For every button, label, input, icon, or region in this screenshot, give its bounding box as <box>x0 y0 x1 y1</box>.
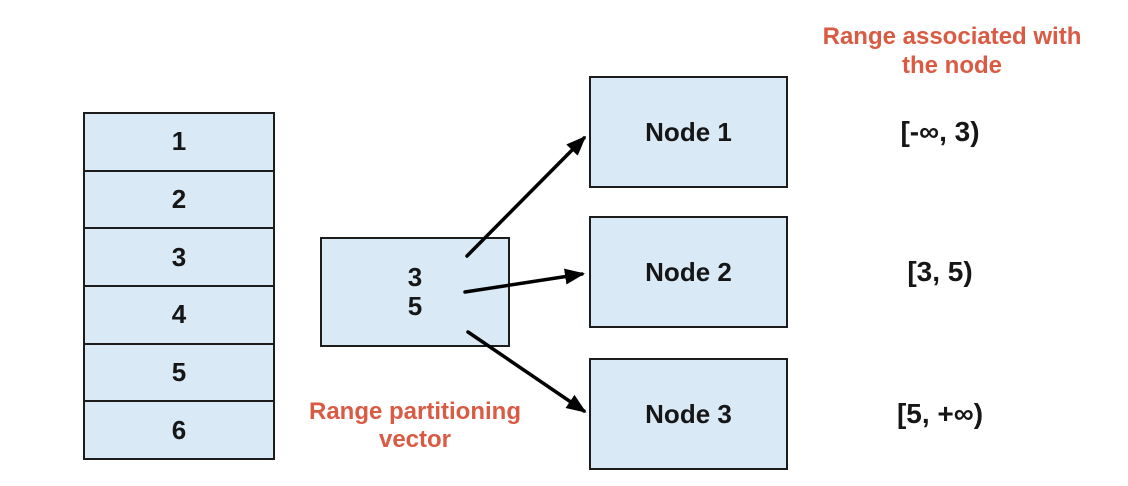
caption-line: Range partitioning <box>309 398 521 425</box>
table-cell: 6 <box>171 414 187 445</box>
node-label: Node 2 <box>645 256 732 287</box>
range-value-node-1: [-∞, 3) <box>900 116 980 147</box>
vector-value: 5 <box>407 291 423 321</box>
node-box-1: Node 1 <box>589 76 788 188</box>
table-cell: 1 <box>85 114 273 172</box>
table-cell: 2 <box>85 172 273 230</box>
partition-vector-caption: Range partitioning vector <box>290 398 540 453</box>
range-value-node-3: [5, +∞) <box>896 398 984 429</box>
range-header-line: the node <box>902 52 1002 80</box>
caption-line: vector <box>378 425 452 453</box>
vector-value: 3 <box>407 261 423 292</box>
node-label: Node 3 <box>645 398 732 429</box>
source-table: 1 2 3 4 5 6 <box>83 112 275 460</box>
table-cell: 5 <box>85 345 273 403</box>
partition-vector-box: 3 5 <box>320 237 510 347</box>
table-cell: 3 <box>85 229 273 288</box>
range-header: Range associated with the node <box>802 22 1102 81</box>
node-box-3: Node 3 <box>589 358 788 470</box>
table-cell: 4 <box>85 287 273 345</box>
node-label: Node 1 <box>645 116 732 147</box>
range-value-node-2: [3, 5) <box>907 256 973 287</box>
range-header-line: Range associated with <box>822 23 1082 50</box>
node-box-2: Node 2 <box>589 216 788 328</box>
